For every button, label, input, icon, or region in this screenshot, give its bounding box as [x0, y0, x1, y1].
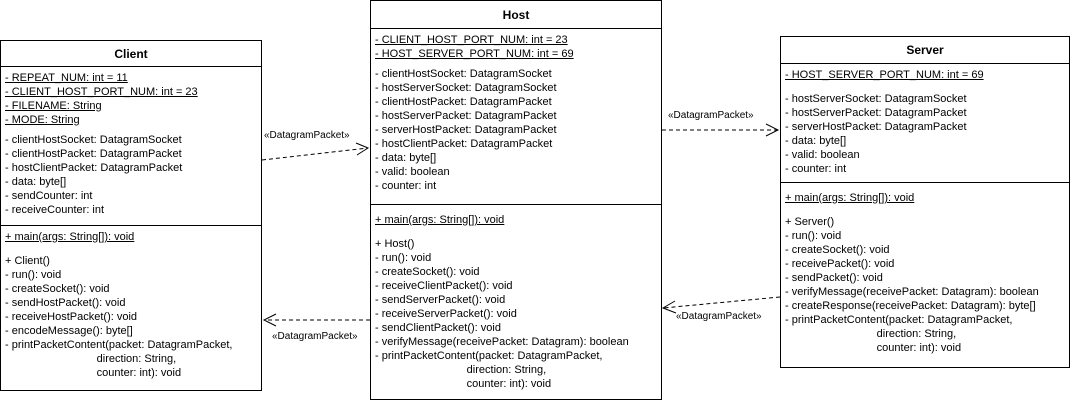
uml-member-line: + main(args: String[]): void — [5, 231, 135, 243]
uml-member-line: counter: int): void — [5, 367, 182, 379]
client-methods: + Client() - run(): void - createSocket():… — [5, 254, 261, 380]
uml-member-line: - serverHostPacket: DatagramPacket — [785, 121, 967, 133]
uml-member-line: - MODE: String — [5, 114, 80, 126]
arrow-server-to-host — [662, 296, 781, 309]
server-static-methods: + main(args: String[]): void — [785, 191, 1069, 205]
uml-member-line: - counter: int — [375, 180, 437, 192]
uml-member-line: - createSocket(): void — [5, 283, 110, 295]
uml-member-line: - sendServerPacket(): void — [375, 294, 506, 306]
uml-member-line: - createSocket(): void — [785, 244, 890, 256]
arrowhead-host-to-client — [262, 313, 277, 327]
uml-member-line: - data: byte[] — [5, 176, 67, 188]
uml-member-line: + main(args: String[]): void — [785, 192, 915, 204]
server-fields: - hostServerSocket: DatagramSocket - host… — [785, 92, 1069, 176]
uml-member-line: - sendClientPacket(): void — [375, 322, 501, 334]
uml-member-line: - receiveHostPacket(): void — [5, 311, 138, 323]
host-attributes: - CLIENT_HOST_PORT_NUM: int = 23 - HOST_S… — [371, 29, 661, 205]
server-methods: + Server() - run(): void - createSocket():… — [785, 215, 1069, 355]
uml-member-line: - sendPacket(): void — [785, 272, 883, 284]
arrow-client-to-host — [261, 147, 369, 161]
host-static-fields: - CLIENT_HOST_PORT_NUM: int = 23 - HOST_S… — [375, 33, 661, 61]
uml-member-line: - clientHostPacket: DatagramPacket — [5, 148, 182, 160]
uml-member-line: + Server() — [785, 216, 835, 228]
host-static-methods: + main(args: String[]): void — [375, 213, 661, 227]
client-fields: - clientHostSocket: DatagramSocket - clie… — [5, 133, 261, 217]
arrowhead-client-to-host — [355, 142, 370, 156]
uml-member-line: - hostClientPacket: DatagramPacket — [5, 162, 183, 174]
uml-member-line: - HOST_SERVER_PORT_NUM: int = 69 — [785, 69, 984, 81]
uml-member-line: counter: int): void — [785, 342, 962, 354]
uml-member-line: - createSocket(): void — [375, 266, 480, 278]
client-operations: + main(args: String[]): void + Client() -… — [1, 226, 261, 380]
client-static-methods: + main(args: String[]): void — [5, 230, 261, 244]
uml-member-line: - receiveClientPacket(): void — [375, 280, 513, 292]
uml-member-line: - CLIENT_HOST_PORT_NUM: int = 23 — [375, 34, 568, 46]
uml-member-line: - valid: boolean — [375, 166, 450, 178]
uml-member-line: - printPacketContent(packet: DatagramPac… — [375, 350, 603, 362]
uml-member-line: + Client() — [5, 255, 50, 267]
server-attributes: - HOST_SERVER_PORT_NUM: int = 69 - hostS… — [781, 64, 1069, 183]
uml-member-line: - counter: int — [785, 163, 847, 175]
uml-member-line: - run(): void — [5, 269, 62, 281]
uml-member-line: - receiveCounter: int — [5, 204, 105, 216]
client-attributes: - REPEAT_NUM: int = 11 - CLIENT_HOST_PORT… — [1, 67, 261, 226]
uml-member-line: + Host() — [375, 238, 415, 250]
class-title-server: Server — [781, 37, 1069, 64]
uml-member-line: counter: int): void — [375, 378, 552, 390]
uml-member-line: - verifyMessage(receivePacket: Datagram)… — [785, 286, 1039, 298]
uml-member-line: - run(): void — [375, 252, 432, 264]
uml-member-line: - encodeMessage(): byte[] — [5, 325, 133, 337]
uml-member-line: - clientHostSocket: DatagramSocket — [5, 134, 182, 146]
uml-member-line: - run(): void — [785, 230, 842, 242]
uml-member-line: - sendCounter: int — [5, 190, 93, 202]
uml-member-line: direction: String, — [5, 353, 177, 365]
class-title-client: Client — [1, 41, 261, 67]
uml-member-line: - clientHostPacket: DatagramPacket — [375, 96, 552, 108]
uml-member-line: - serverHostPacket: DatagramPacket — [375, 124, 557, 136]
uml-member-line: - valid: boolean — [785, 149, 860, 161]
arrowhead-host-to-server — [765, 123, 780, 137]
class-host: Host - CLIENT_HOST_PORT_NUM: int = 23 - H… — [370, 0, 662, 400]
uml-member-line: + main(args: String[]): void — [375, 214, 505, 226]
uml-member-line: direction: String, — [375, 364, 547, 376]
uml-member-line: - sendHostPacket(): void — [5, 297, 126, 309]
client-static-fields: - REPEAT_NUM: int = 11 - CLIENT_HOST_PORT… — [5, 71, 261, 127]
uml-member-line: - FILENAME: String — [5, 100, 102, 112]
arrowhead-server-to-host — [661, 300, 677, 314]
class-title-host: Host — [371, 1, 661, 29]
server-operations: + main(args: String[]): void + Server() -… — [781, 183, 1069, 355]
host-operations: + main(args: String[]): void + Host() - r… — [371, 205, 661, 391]
uml-member-line: - receiveServerPacket(): void — [375, 308, 517, 320]
uml-member-line: direction: String, — [785, 328, 957, 340]
uml-member-line: - hostServerPacket: DatagramPacket — [785, 107, 967, 119]
uml-member-line: - CLIENT_HOST_PORT_NUM: int = 23 — [5, 86, 198, 98]
uml-member-line: - data: byte[] — [375, 152, 437, 164]
uml-member-line: - HOST_SERVER_PORT_NUM: int = 69 — [375, 48, 574, 60]
arrow-label-host-server: «DatagramPacket» — [668, 110, 754, 121]
uml-member-line: - clientHostSocket: DatagramSocket — [375, 68, 552, 80]
uml-member-line: - verifyMessage(receivePacket: Datagram)… — [375, 336, 629, 348]
host-methods: + Host() - run(): void - createSocket(): v… — [375, 237, 661, 391]
host-fields: - clientHostSocket: DatagramSocket - host… — [375, 67, 661, 193]
server-static-fields: - HOST_SERVER_PORT_NUM: int = 69 — [785, 68, 1069, 82]
uml-member-line: - receivePacket(): void — [785, 258, 895, 270]
uml-member-line: - printPacketContent(packet: DatagramPac… — [5, 339, 233, 351]
arrow-label-host-client: «DatagramPacket» — [272, 331, 358, 342]
uml-member-line: - hostServerPacket: DatagramPacket — [375, 110, 557, 122]
uml-member-line: - hostServerSocket: DatagramSocket — [785, 93, 967, 105]
arrow-label-client-host: «DatagramPacket» — [264, 130, 350, 141]
class-server: Server - HOST_SERVER_PORT_NUM: int = 69 … — [780, 36, 1070, 368]
uml-member-line: - printPacketContent(packet: DatagramPac… — [785, 314, 1013, 326]
uml-member-line: - hostServerSocket: DatagramSocket — [375, 82, 557, 94]
uml-member-line: - data: byte[] — [785, 135, 847, 147]
class-client: Client - REPEAT_NUM: int = 11 - CLIENT_HO… — [0, 40, 262, 391]
uml-member-line: - REPEAT_NUM: int = 11 — [5, 72, 128, 84]
uml-member-line: - hostClientPacket: DatagramPacket — [375, 138, 553, 150]
arrow-label-server-host: «DatagramPacket» — [676, 311, 762, 322]
uml-member-line: - createResponse(receivePacket: Datagram… — [785, 300, 1036, 312]
